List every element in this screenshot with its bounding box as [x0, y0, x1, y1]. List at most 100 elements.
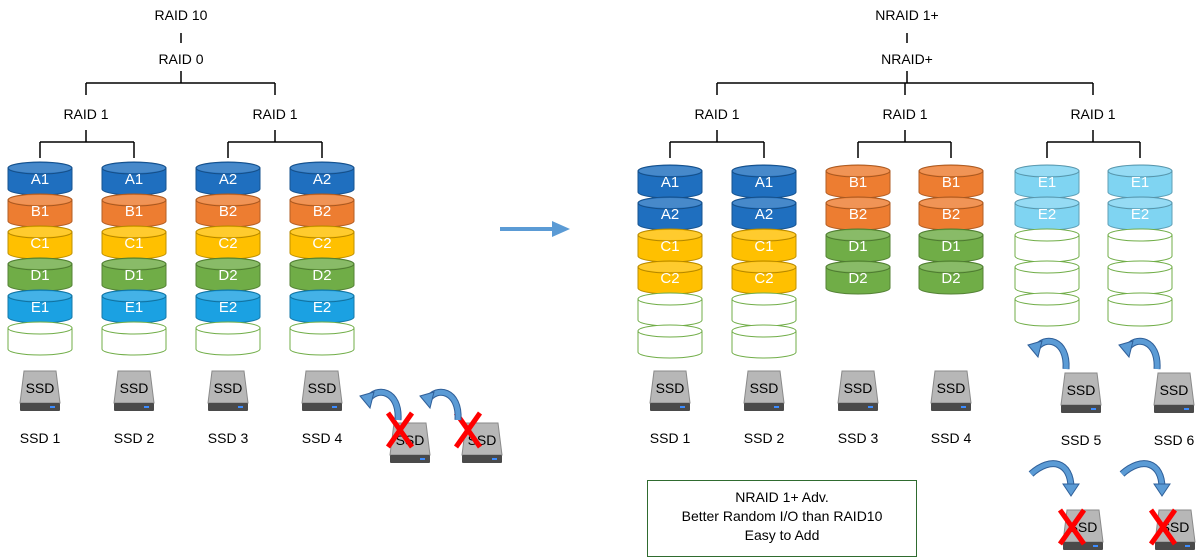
- ssd-icon: SSD: [19, 370, 61, 411]
- disk-block-top: [7, 289, 73, 303]
- disk-block-top: [101, 193, 167, 207]
- disk-block-sheen: [827, 166, 889, 176]
- ssd-icon-top: [113, 370, 155, 404]
- failure-cross-stroke-b: [1057, 508, 1087, 546]
- disk-block-sheen: [733, 262, 795, 272]
- disk-block-sheen: [827, 230, 889, 240]
- disk-block-top: [731, 196, 797, 210]
- raid10-title: RAID 10: [155, 7, 208, 23]
- ssd-icon-label: SSD: [26, 380, 55, 396]
- disk-block: A2: [195, 161, 261, 196]
- disk-block-label: B2: [219, 203, 237, 220]
- curved-arrow-head: [1153, 483, 1171, 497]
- ssd-icon-base: [1155, 542, 1195, 550]
- disk-block: E2: [195, 289, 261, 324]
- disk-block: [195, 321, 261, 356]
- disk-block: C1: [637, 228, 703, 263]
- ssd-label: SSD 4: [302, 430, 343, 446]
- disk-block: B1: [7, 193, 73, 228]
- disk-block-label: A2: [755, 206, 773, 223]
- disk-block-top: [825, 228, 891, 242]
- ssd-icon-base: [931, 403, 971, 411]
- disk-block-sheen: [920, 262, 982, 272]
- disk-block-sheen: [9, 291, 71, 301]
- ssd-icon-top: [930, 370, 972, 404]
- disk-block-sheen: [920, 166, 982, 176]
- disk-block: [1107, 228, 1173, 263]
- disk-block-top: [7, 161, 73, 175]
- ssd-icon-top: [1060, 372, 1102, 406]
- disk-block: C1: [7, 225, 73, 260]
- ssd-icon: SSD: [837, 370, 879, 411]
- disk-block-label: D2: [312, 267, 331, 284]
- advantages-title: NRAID 1+ Adv.: [735, 489, 829, 505]
- ssd-icon-top: [743, 370, 785, 404]
- disk-block: [637, 292, 703, 327]
- advantages-box: NRAID 1+ Adv. Better Random I/O than RAI…: [647, 480, 917, 557]
- disk-block-top: [195, 225, 261, 239]
- curved-arrow: [1119, 460, 1171, 497]
- curved-arrow-head: [1118, 340, 1134, 359]
- curved-arrow-shaft: [1029, 461, 1074, 489]
- disk-block-label: C2: [660, 270, 679, 287]
- disk-block-label: E1: [125, 299, 143, 316]
- ssd-label: SSD 3: [838, 430, 879, 446]
- disk-block-top: [7, 321, 73, 335]
- disk-block: E1: [7, 289, 73, 324]
- ssd-icon: SSD: [461, 422, 503, 463]
- disk-block-top: [289, 257, 355, 271]
- ssd-icon-label: SSD: [750, 380, 779, 396]
- ssd-icon-led: [961, 406, 966, 408]
- disk-block-body: [637, 330, 703, 359]
- disk-block-label: B1: [942, 174, 960, 191]
- disk-block-sheen: [103, 195, 165, 205]
- disk-block-top: [918, 164, 984, 178]
- disk-block-label: E1: [1131, 174, 1149, 191]
- disk-block-label: C2: [754, 270, 773, 287]
- ssd-icon: SSD: [649, 370, 691, 411]
- ssd-icon-base: [302, 403, 342, 411]
- failure-cross: [385, 411, 415, 449]
- ssd-icon-led: [1093, 545, 1098, 547]
- disk-block-top: [637, 196, 703, 210]
- disk-block-body: [731, 330, 797, 359]
- disk-block: A1: [637, 164, 703, 199]
- disk-block-top: [825, 260, 891, 274]
- disk-block-top: [1014, 260, 1080, 274]
- disk-block-label: C1: [754, 238, 773, 255]
- ssd-icon-led: [680, 406, 685, 408]
- disk-block-sheen: [9, 163, 71, 173]
- disk-block-label: D2: [848, 270, 867, 287]
- curved-arrow: [359, 388, 402, 421]
- disk-block-label: E2: [1131, 206, 1149, 223]
- disk-block-top: [731, 292, 797, 306]
- ssd-icon-label: SSD: [1160, 382, 1189, 398]
- disk-block-top: [289, 161, 355, 175]
- disk-block: [1014, 292, 1080, 327]
- disk-block-sheen: [9, 195, 71, 205]
- ssd-icon-base: [1063, 542, 1103, 550]
- failure-cross-stroke-b: [385, 411, 415, 449]
- disk-block-top: [731, 228, 797, 242]
- disk-block-top: [1107, 196, 1173, 210]
- ssd-icon-led: [50, 406, 55, 408]
- ssd-icon-base: [20, 403, 60, 411]
- ssd-icon: SSD: [207, 370, 249, 411]
- disk-block-body: [1107, 298, 1173, 327]
- ssd-label: SSD 4: [931, 430, 972, 446]
- disk-block: [637, 324, 703, 359]
- disk-block-top: [1107, 164, 1173, 178]
- disk-block-label: D1: [941, 238, 960, 255]
- disk-block-top: [825, 196, 891, 210]
- disk-block-sheen: [291, 195, 353, 205]
- ssd-label: SSD 1: [20, 430, 61, 446]
- disk-block-label: C1: [30, 235, 49, 252]
- disk-block-sheen: [1016, 198, 1078, 208]
- disk-block-sheen: [639, 230, 701, 240]
- ssd-icon-base: [650, 403, 690, 411]
- ssd-icon-led: [1091, 408, 1096, 410]
- disk-block-top: [637, 260, 703, 274]
- failure-cross-stroke-b: [1148, 508, 1178, 546]
- curved-arrow-head: [1027, 340, 1043, 359]
- curved-arrow-head: [419, 391, 435, 410]
